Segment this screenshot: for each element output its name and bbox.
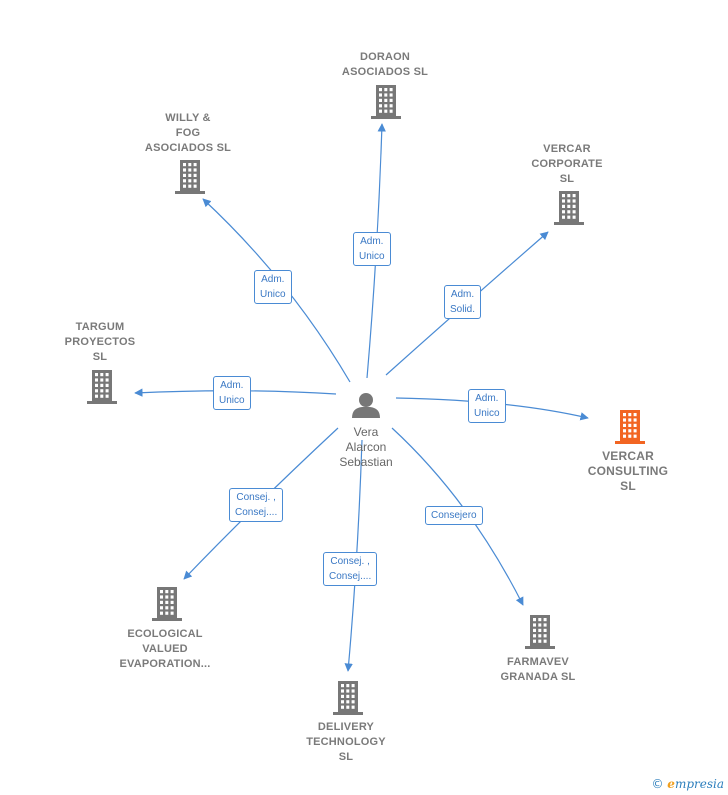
edge-role-text: Adm. xyxy=(450,289,475,300)
building-icon[interactable] xyxy=(554,191,584,225)
edge-role-text: Consejero xyxy=(431,510,477,521)
center-name-line: Sebastian xyxy=(339,455,393,469)
edge-role-text: Consej. , xyxy=(236,492,276,503)
edge-role-text: Adm. xyxy=(261,274,285,285)
building-icon[interactable] xyxy=(371,85,401,119)
edge-role-text: Unico xyxy=(260,289,286,300)
edge-role-text: Adm. xyxy=(220,380,244,391)
company-name-line: ASOCIADOS SL xyxy=(144,142,232,154)
company-name-line: SL xyxy=(559,173,575,185)
brand-e: e xyxy=(667,777,675,791)
company-name-line: GRANADA SL xyxy=(500,671,576,683)
edge-role-label-delivery[interactable]: Consej. , Consej.... xyxy=(323,552,378,586)
edge-role-text: Unico xyxy=(474,408,500,419)
company-label-doraon[interactable]: DORAON ASOCIADOS SL xyxy=(320,50,450,80)
edge-role-label-ecological[interactable]: Consej. , Consej.... xyxy=(229,488,284,522)
copyright-symbol: © xyxy=(651,777,664,791)
building-icon[interactable] xyxy=(525,615,555,649)
company-name-line: DORAON xyxy=(359,51,411,63)
edge-role-text: Consej.... xyxy=(235,507,278,518)
edge-role-text: Unico xyxy=(359,251,385,262)
building-icon[interactable] xyxy=(87,370,117,404)
company-name-line: CORPORATE xyxy=(531,158,603,170)
edge-role-text: Adm. xyxy=(360,236,384,247)
highlighted-building-icon[interactable] xyxy=(615,410,645,444)
edge-role-text: Consej.... xyxy=(329,571,372,582)
company-name-line: VERCAR xyxy=(543,143,591,155)
center-person-name[interactable]: Vera Alarcon Sebastian xyxy=(318,425,414,470)
building-icon[interactable] xyxy=(333,681,363,715)
company-name-line: SL xyxy=(620,479,636,493)
company-label-targum[interactable]: TARGUM PROYECTOS SL xyxy=(45,320,155,365)
company-name-line: PROYECTOS xyxy=(64,336,136,348)
building-icon[interactable] xyxy=(152,587,182,621)
company-name-line: SL xyxy=(338,751,354,763)
edge-role-label-farmavev[interactable]: Consejero xyxy=(425,506,483,525)
edge-role-text: Solid. xyxy=(450,304,476,315)
company-name-line: DELIVERY xyxy=(317,721,375,733)
company-name-line: ECOLOGICAL xyxy=(127,628,203,640)
company-label-willy[interactable]: WILLY & FOG ASOCIADOS SL xyxy=(128,111,248,156)
empresia-copyright[interactable]: © empresia xyxy=(651,777,724,791)
edge-role-label-vercar-consulting[interactable]: Adm. Unico xyxy=(468,389,506,423)
company-label-farmavev[interactable]: FARMAVEV GRANADA SL xyxy=(478,655,598,685)
building-icon[interactable] xyxy=(175,160,205,194)
edge-role-text: Unico xyxy=(219,395,245,406)
company-name-line: VERCAR xyxy=(602,449,654,463)
company-name-line: CONSULTING xyxy=(587,464,669,478)
brand-name: mpresia xyxy=(674,777,724,791)
company-label-ecological[interactable]: ECOLOGICAL VALUED EVAPORATION... xyxy=(100,627,230,672)
company-name-line: FARMAVEV xyxy=(507,656,569,668)
edge-role-label-willy[interactable]: Adm. Unico xyxy=(254,270,292,304)
company-name-line: TECHNOLOGY xyxy=(306,736,386,748)
center-name-line: Vera xyxy=(353,425,379,439)
company-name-line: FOG xyxy=(175,127,201,139)
company-label-vercar-corporate[interactable]: VERCAR CORPORATE SL xyxy=(512,142,622,187)
edge-role-label-targum[interactable]: Adm. Unico xyxy=(213,376,251,410)
person-icon[interactable] xyxy=(352,393,380,418)
edge-role-label-vercar-corporate[interactable]: Adm. Solid. xyxy=(444,285,482,319)
company-name-line: WILLY & xyxy=(165,112,211,124)
company-name-line: ASOCIADOS SL xyxy=(341,66,429,78)
company-name-line: SL xyxy=(92,351,108,363)
center-name-line: Alarcon xyxy=(345,440,387,454)
company-name-line: EVAPORATION... xyxy=(119,658,211,670)
company-name-line: TARGUM xyxy=(75,321,125,333)
edge-role-label-doraon[interactable]: Adm. Unico xyxy=(353,232,391,266)
company-label-delivery[interactable]: DELIVERY TECHNOLOGY SL xyxy=(291,720,401,765)
company-name-line: VALUED xyxy=(142,643,188,655)
edge-role-text: Adm. xyxy=(475,393,499,404)
edge-role-text: Consej. , xyxy=(330,556,370,567)
